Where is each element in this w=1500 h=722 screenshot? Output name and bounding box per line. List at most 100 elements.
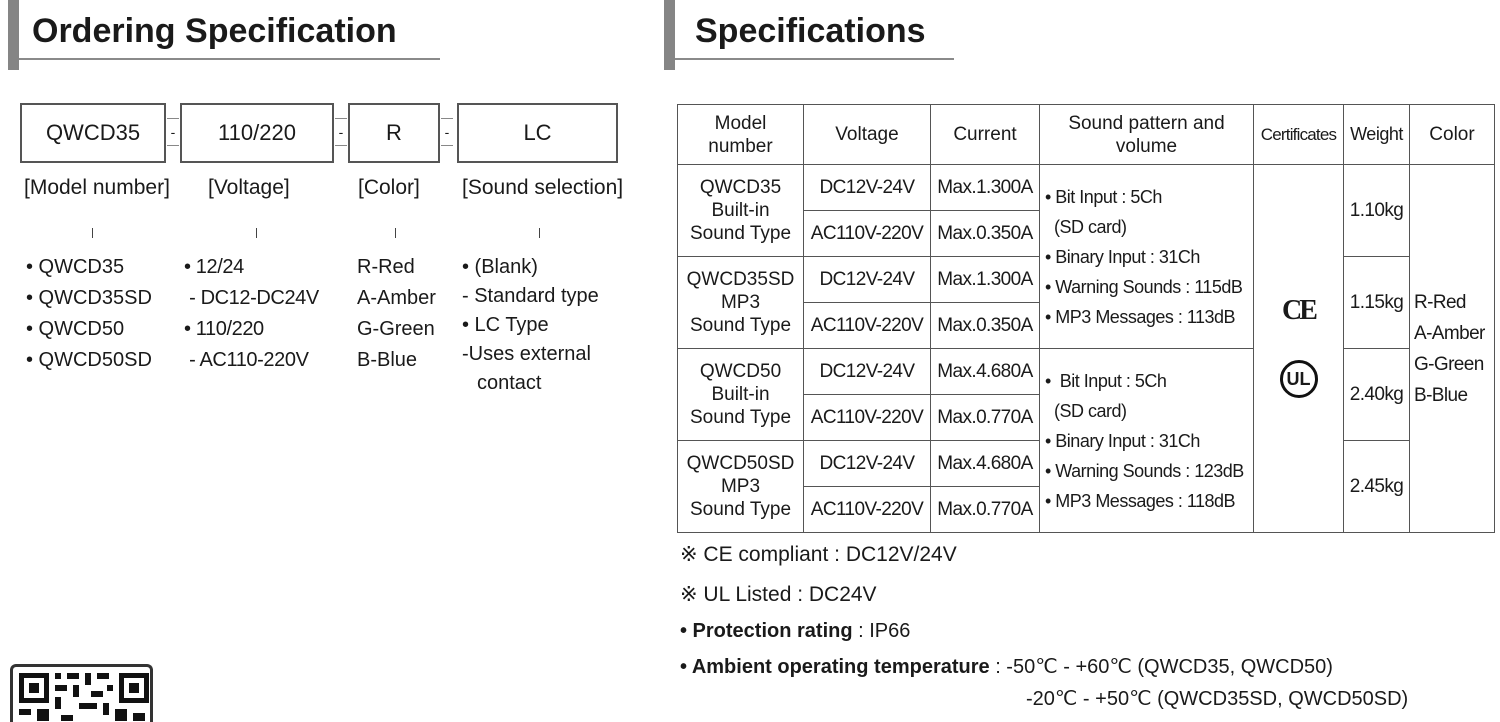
sound-line: • MP3 Messages : 113dB <box>1045 306 1236 327</box>
voltage-cell: DC12V-24V <box>803 256 931 303</box>
ordering-section-heading: Ordering Specification <box>8 0 440 70</box>
list-item: contact <box>477 372 542 394</box>
current-cell: Max.0.350A <box>930 302 1040 349</box>
sound-line: • Warning Sounds : 123dB <box>1045 460 1244 481</box>
specifications-section-heading: Specifications <box>664 0 954 70</box>
current-cell: Max.0.770A <box>930 394 1040 441</box>
current-cell: Max.0.350A <box>930 210 1040 257</box>
weight-cell: 2.45kg <box>1343 440 1410 533</box>
header-voltage: Voltage <box>803 104 931 165</box>
ul-mark-text: UL <box>1286 368 1311 389</box>
voltage-options-list: • 12/24 - DC12-DC24V • 110/220 - AC110-2… <box>184 252 319 376</box>
sound-pattern-cell: • Bit Input : 5Ch (SD card) • Binary Inp… <box>1039 348 1254 533</box>
list-item: A-Amber <box>357 287 436 309</box>
ul-mark-icon: UL <box>1279 360 1318 398</box>
list-item: • QWCD35 <box>26 256 125 278</box>
model-name: QWCD50 <box>699 361 782 382</box>
voltage-cell: DC12V-24V <box>803 164 931 211</box>
voltage-cell: AC110V-220V <box>803 210 931 257</box>
order-box-model: QWCD35 <box>20 103 166 163</box>
qr-code-icon <box>10 664 153 722</box>
model-type: MP3 <box>720 476 761 497</box>
list-item: - Standard type <box>462 285 599 307</box>
specifications-table: Model number Voltage Current Sound patte… <box>677 104 1495 533</box>
heading-bar <box>8 0 19 70</box>
model-type: Sound Type <box>689 407 792 428</box>
voltage-cell: AC110V-220V <box>803 394 931 441</box>
list-item: • 12/24 <box>184 256 244 278</box>
caption-tick <box>539 228 540 238</box>
voltage-cell: AC110V-220V <box>803 486 931 533</box>
voltage-cell: DC12V-24V <box>803 348 931 395</box>
sound-line: • Binary Input : 31Ch <box>1045 430 1200 451</box>
header-certificates: Certificates <box>1253 104 1344 165</box>
header-weight: Weight <box>1343 104 1410 165</box>
sound-line: • Bit Input : 5Ch <box>1045 186 1162 207</box>
model-type: Sound Type <box>689 223 792 244</box>
caption-sound: [Sound selection] <box>462 176 624 199</box>
ce-mark-icon: CE <box>1282 295 1318 326</box>
current-cell: Max.1.300A <box>930 164 1040 211</box>
header-sound: Sound pattern and volume <box>1039 104 1254 165</box>
sound-line: • Binary Input : 31Ch <box>1045 246 1200 267</box>
order-box-color: R <box>348 103 440 163</box>
heading-rule <box>19 58 440 60</box>
table-row: QWCD50SD MP3 Sound Type DC12V-24V Max.4.… <box>677 440 1495 533</box>
temperature-value: : -50℃ - +60℃ (QWCD35, QWCD50) <box>989 656 1333 678</box>
model-options-list: • QWCD35 • QWCD35SD • QWCD50 • QWCD50SD <box>26 252 152 376</box>
voltage-cell: AC110V-220V <box>803 302 931 349</box>
table-row: QWCD50 Built-in Sound Type DC12V-24V Max… <box>677 348 1495 533</box>
model-type: Sound Type <box>689 315 792 336</box>
table-row: AC110V-220V Max.0.770A <box>678 394 1495 441</box>
list-item: • LC Type <box>462 314 549 336</box>
caption-voltage: [Voltage] <box>208 176 290 199</box>
list-item: • QWCD35SD <box>26 287 152 309</box>
model-cell: QWCD50SD MP3 Sound Type <box>677 440 804 533</box>
order-separator: - <box>441 118 453 146</box>
color-cell: R-Red A-Amber G-Green B-Blue <box>1409 164 1495 533</box>
color-item: A-Amber <box>1414 322 1485 344</box>
heading-rule <box>675 58 954 60</box>
current-cell: Max.1.300A <box>930 256 1040 303</box>
model-type: MP3 <box>720 292 761 313</box>
table-row: AC110V-220V Max.0.350A <box>678 302 1495 349</box>
model-type: Sound Type <box>689 499 792 520</box>
color-item: G-Green <box>1414 353 1484 375</box>
weight-cell: 1.10kg <box>1343 164 1410 257</box>
table-row: AC110V-220V Max.0.350A <box>678 210 1495 257</box>
header-model-number: Model number <box>677 104 804 165</box>
qr-code-pattern <box>19 673 149 721</box>
sound-line: • MP3 Messages : 118dB <box>1045 490 1236 511</box>
list-item: -Uses external <box>462 343 591 365</box>
sound-pattern-cell: • Bit Input : 5Ch (SD card) • Binary Inp… <box>1039 164 1254 349</box>
current-cell: Max.0.770A <box>930 486 1040 533</box>
sound-line: • Bit Input : 5Ch <box>1045 370 1167 391</box>
list-item: • QWCD50 <box>26 318 125 340</box>
protection-label: • Protection rating <box>680 620 853 642</box>
model-type: Built-in <box>711 384 770 405</box>
protection-value: : IP66 <box>852 620 911 642</box>
caption-color: [Color] <box>358 176 420 199</box>
table-row: AC110V-220V Max.0.770A <box>678 486 1495 533</box>
order-separator: - <box>167 118 179 146</box>
list-item: • QWCD50SD <box>26 349 152 371</box>
table-header-row: Model number Voltage Current Sound patte… <box>677 104 1495 165</box>
ordering-title: Ordering Specification <box>32 12 397 50</box>
list-item: • (Blank) <box>462 256 538 278</box>
list-item: • 110/220 <box>184 318 264 340</box>
header-color: Color <box>1409 104 1495 165</box>
weight-cell: 2.40kg <box>1343 348 1410 441</box>
current-cell: Max.4.680A <box>930 348 1040 395</box>
model-name: QWCD35 <box>699 177 782 198</box>
sound-line: • Warning Sounds : 115dB <box>1045 276 1243 297</box>
list-item: R-Red <box>357 256 415 278</box>
color-item: B-Blue <box>1414 384 1468 406</box>
model-cell: QWCD35SD MP3 Sound Type <box>677 256 804 349</box>
list-item: - AC110-220V <box>184 349 309 371</box>
order-box-voltage: 110/220 <box>180 103 334 163</box>
note-ce-compliant: ※ CE compliant : DC12V/24V <box>680 543 957 566</box>
caption-model: [Model number] <box>24 176 170 199</box>
sound-options-list: • (Blank) - Standard type • LC Type -Use… <box>462 253 599 398</box>
caption-tick <box>256 228 257 238</box>
protection-rating: • Protection rating : IP66 <box>680 620 910 643</box>
